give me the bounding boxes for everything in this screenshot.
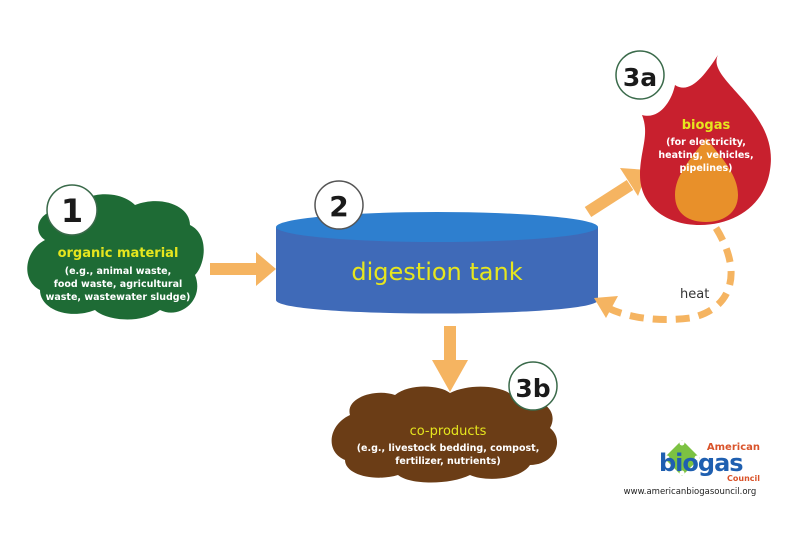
coproducts-line-1: (e.g., livestock bedding, compost, [357,443,540,454]
step-2-number: 2 [329,190,348,223]
biogas-line-2: heating, vehicles, [658,150,753,161]
american-biogas-council-logo: American biogas Council [659,440,760,483]
arrow-tank-to-biogas [584,168,648,218]
organic-material-line-1: (e.g., animal waste, [65,266,171,277]
digestion-tank: digestion tank [276,212,598,314]
biogas-line-1: (for electricity, [666,137,746,148]
arrow-organic-to-tank [210,252,276,286]
logo-council-text: Council [727,474,760,483]
coproducts-cloud: co-products (e.g., livestock bedding, co… [331,386,558,483]
step-3b-number: 3b [515,374,550,403]
step-3a-badge: 3a [615,50,665,100]
coproducts-title: co-products [410,424,487,439]
logo-diamond-icon [664,440,700,476]
step-1-number: 1 [61,192,83,230]
biogas-line-3: pipelines) [679,163,732,174]
biogas-title: biogas [682,118,731,133]
biogas-flame: biogas (for electricity, heating, vehicl… [640,55,771,225]
heat-return-arrow [594,226,735,323]
step-3b-badge: 3b [508,361,558,411]
organic-material-title: organic material [58,246,179,261]
step-1-badge: 1 [46,184,98,236]
logo-american-text: American [707,442,760,453]
website-url: www.americanbiogasouncil.org [624,487,757,497]
step-2-badge: 2 [314,180,364,230]
organic-material-line-2: food waste, agricultural [54,279,183,290]
step-3a-number: 3a [623,63,657,92]
heat-label: heat [680,287,709,302]
digestion-tank-label: digestion tank [351,258,522,286]
logo-biogas-text: biogas [659,449,743,477]
organic-material-line-3: waste, wastewater sludge) [46,292,191,303]
coproducts-line-2: fertilizer, nutrients) [395,456,501,467]
arrow-tank-to-coproducts [432,326,468,392]
